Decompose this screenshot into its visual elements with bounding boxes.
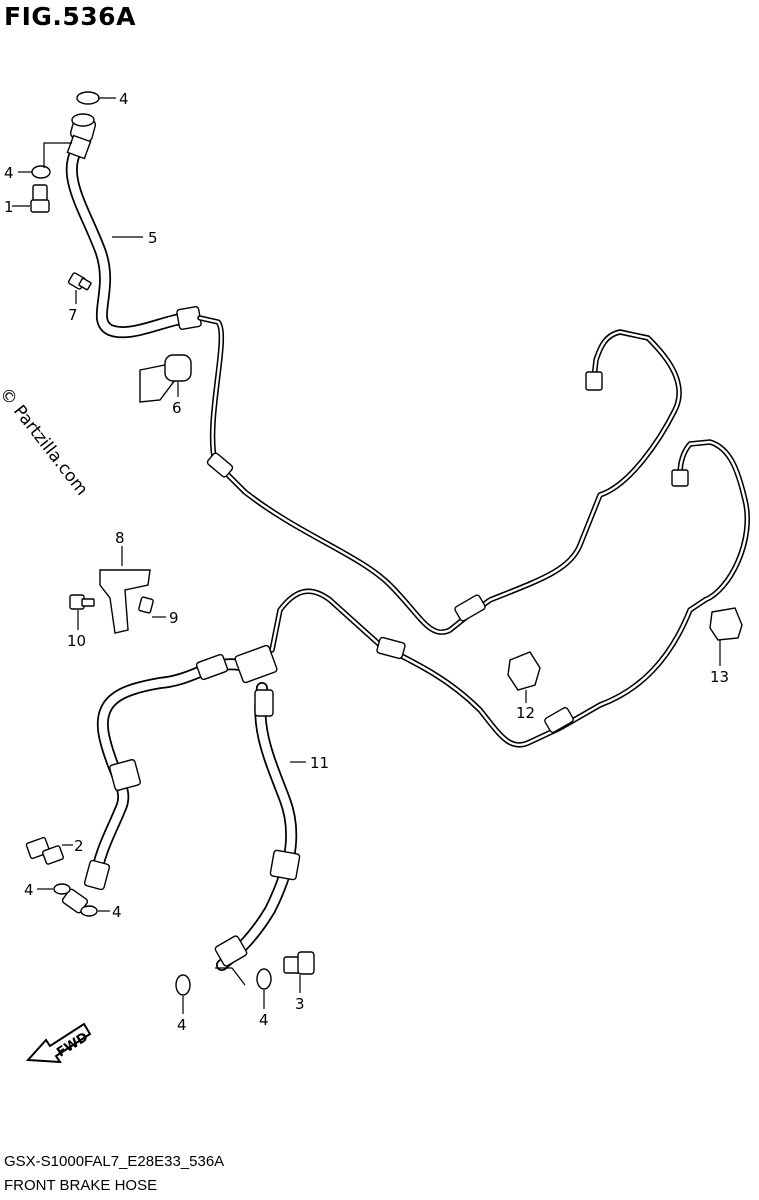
union-bolt-1[interactable] [30,184,50,213]
upper-brake-hose[interactable] [65,113,202,339]
bolt-10[interactable] [69,594,95,610]
washer-4a[interactable] [76,91,100,105]
callout-3: 3 [295,995,305,1013]
callout-12: 12 [516,704,535,722]
washer-4e[interactable] [175,974,191,996]
callout-1: 1 [4,198,14,216]
callout-4: 4 [4,164,14,182]
callout-8: 8 [115,529,125,547]
clamp-6[interactable] [139,354,192,403]
callout-7: 7 [68,306,78,324]
bracket-8[interactable] [99,569,151,634]
washer-4c[interactable] [53,883,71,895]
union-bolt-2[interactable] [25,836,64,865]
washer-4f[interactable] [256,968,272,990]
callout-11: 11 [310,754,329,772]
model-code: GSX-S1000FAL7_E28E33_536A [4,1153,225,1170]
bolt-7[interactable] [67,272,92,291]
callout-4: 4 [24,881,34,899]
callout-2: 2 [74,837,84,855]
clamp-12[interactable] [507,651,541,691]
callout-4: 4 [177,1016,187,1034]
lower-brake-pipe[interactable] [269,439,750,748]
callout-9: 9 [169,609,179,627]
washer-4b[interactable] [31,165,51,179]
lower-brake-hose[interactable] [61,644,301,971]
callout-5: 5 [148,229,158,247]
union-bolt-3[interactable] [283,951,315,975]
callout-13: 13 [710,668,729,686]
figure-title: FIG.536A [4,2,136,31]
upper-brake-pipe[interactable] [197,315,682,635]
fwd-arrow-icon: FWD [26,1022,92,1064]
washer-4d[interactable] [80,905,98,917]
figure-name: FRONT BRAKE HOSE [4,1177,158,1194]
callout-4: 4 [119,90,129,108]
clamp-13[interactable] [709,607,743,641]
bolt-9[interactable] [138,596,154,614]
callout-6: 6 [172,399,182,417]
callout-10: 10 [67,632,86,650]
callout-4: 4 [112,903,122,921]
callout-4: 4 [259,1011,269,1029]
